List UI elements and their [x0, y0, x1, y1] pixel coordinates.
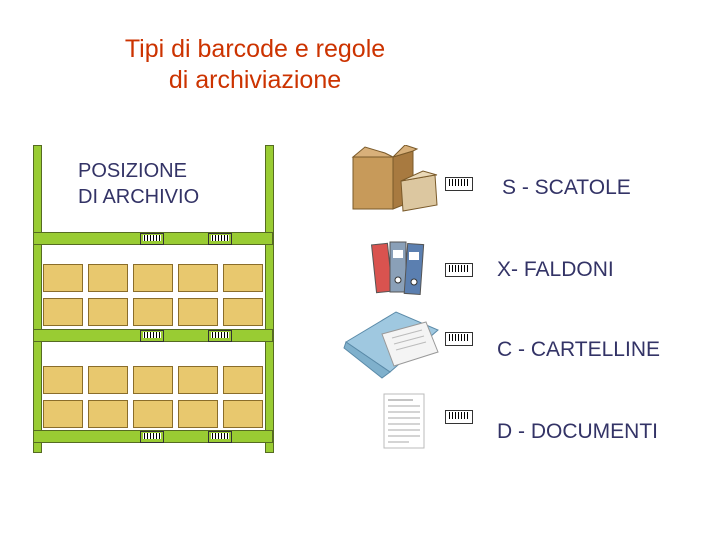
page-title: Tipi di barcode e regole di archiviazion…	[60, 34, 450, 96]
shelf-box	[223, 400, 263, 428]
shelf-label-line-2: DI ARCHIVIO	[78, 186, 200, 208]
category-label-scatole: S - SCATOLE	[502, 176, 631, 199]
shelf-box	[223, 264, 263, 292]
shelf-box	[178, 298, 218, 326]
shelf-box	[88, 400, 128, 428]
shelf-box	[88, 298, 128, 326]
category-label-cartelline: C - CARTELLINE	[497, 338, 660, 361]
title-line-1: Tipi di barcode e regole	[124, 35, 386, 63]
shelf-box	[178, 400, 218, 428]
folder-icon	[343, 311, 439, 379]
shelf-box	[43, 400, 83, 428]
shelf-barcode-icon	[208, 233, 232, 245]
shelf-box	[133, 264, 173, 292]
category-barcode-icon	[445, 263, 473, 277]
shelf-barcode-icon	[208, 431, 232, 443]
shelf-box	[178, 366, 218, 394]
shelf-box	[178, 264, 218, 292]
category-barcode-icon	[445, 177, 473, 191]
cardboard-box-icon	[351, 145, 438, 212]
shelf-box	[43, 298, 83, 326]
document-icon	[383, 393, 425, 449]
binders-icon	[370, 241, 425, 296]
title-line-2: di archiviazione	[168, 66, 342, 94]
shelf-box	[223, 298, 263, 326]
shelf-label: POSIZIONE DI ARCHIVIO	[78, 158, 199, 210]
shelf-barcode-icon	[140, 431, 164, 443]
shelf-box	[43, 366, 83, 394]
category-label-faldoni: X- FALDONI	[497, 258, 614, 281]
shelf-box	[88, 264, 128, 292]
shelf-box	[133, 400, 173, 428]
shelf-barcode-icon	[140, 233, 164, 245]
shelf-barcode-icon	[208, 330, 232, 342]
shelf-left-post	[33, 145, 42, 453]
category-barcode-icon	[445, 410, 473, 424]
shelf-label-line-1: POSIZIONE	[78, 160, 187, 182]
shelf-box	[43, 264, 83, 292]
shelf-box	[133, 298, 173, 326]
shelf-right-post	[265, 145, 274, 453]
shelf-box	[223, 366, 263, 394]
category-label-documenti: D - DOCUMENTI	[497, 420, 658, 443]
category-barcode-icon	[445, 332, 473, 346]
shelf-barcode-icon	[140, 330, 164, 342]
shelf-box	[88, 366, 128, 394]
shelf-box	[133, 366, 173, 394]
